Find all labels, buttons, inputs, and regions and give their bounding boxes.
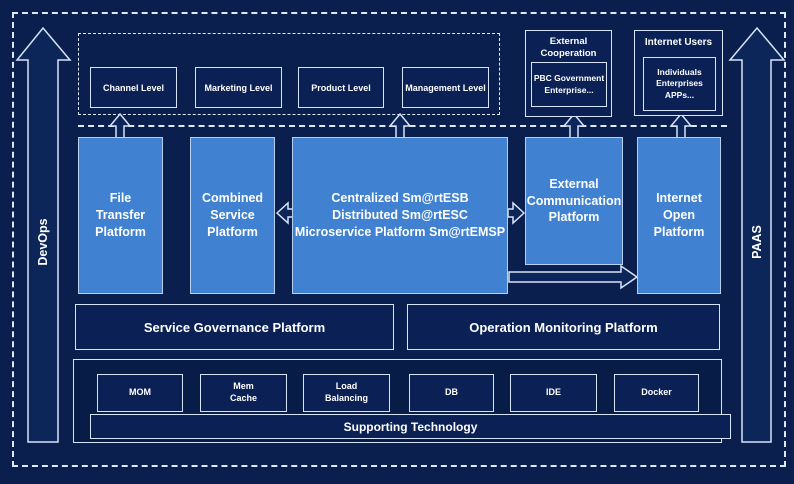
platform-combined-service: Combined Service Platform (190, 137, 275, 294)
platform-external-communication: External Communication Platform (525, 137, 623, 265)
left-arrow-to-combined (275, 201, 294, 225)
levels-dashed-container (78, 33, 500, 115)
service-governance-platform-box: Service Governance Platform (75, 304, 394, 350)
paas-arrow (728, 26, 786, 443)
level-label-channel: Channel Level (102, 82, 165, 93)
service-governance-platform-label: Service Governance Platform (143, 319, 326, 335)
up-arrow-internet-open (669, 112, 693, 139)
operation-monitoring-platform-box: Operation Monitoring Platform (407, 304, 720, 350)
internet-users-box: Internet Users Individuals Enterprises A… (634, 30, 723, 116)
supporting-technology-bar: Supporting Technology (90, 414, 731, 439)
tech-label-ide: IDE (545, 387, 561, 398)
tech-box-db: DB (409, 374, 494, 412)
platform-centralized-esb-label: Centralized Sm@rtESB Distributed Sm@rtES… (294, 191, 506, 239)
internet-users-title: Internet Users (644, 37, 713, 48)
level-box-channel: Channel Level (90, 67, 177, 108)
platform-external-communication-label: External Communication Platform (526, 176, 622, 225)
platform-internet-open: Internet Open Platform (637, 137, 721, 294)
operation-monitoring-platform-label: Operation Monitoring Platform (469, 319, 658, 335)
tech-box-load-balancing: Load Balancing (303, 374, 390, 412)
tech-box-mem-cache: Mem Cache (200, 374, 287, 412)
paas-rail-label: PAAS (750, 225, 764, 259)
external-cooperation-title: External Cooperation (540, 36, 597, 59)
tech-label-load-balancing: Load Balancing (324, 381, 368, 403)
level-box-product: Product Level (298, 67, 384, 108)
platform-internet-open-label: Internet Open Platform (653, 191, 705, 239)
right-arrow-to-external (507, 201, 526, 225)
devops-arrow (15, 26, 72, 443)
level-label-marketing: Marketing Level (204, 82, 273, 93)
up-arrow-centralized (388, 112, 412, 139)
tech-label-mem-cache: Mem Cache (229, 381, 257, 403)
devops-rail-label: DevOps (36, 218, 50, 266)
tech-label-db: DB (445, 387, 458, 398)
flow-arrow-to-internet-open (508, 264, 639, 290)
external-cooperation-box: External Cooperation PBC Government Ente… (525, 30, 612, 117)
tech-label-docker: Docker (641, 387, 672, 398)
supporting-technology-label: Supporting Technology (343, 419, 478, 434)
internet-users-members: Individuals Enterprises APPs... (643, 57, 716, 111)
up-arrow-external-communication (562, 112, 586, 139)
platform-combined-service-label: Combined Service Platform (201, 191, 264, 239)
level-box-management: Management Level (402, 67, 489, 108)
level-box-marketing: Marketing Level (195, 67, 282, 108)
tech-label-mom: MOM (129, 387, 151, 398)
level-label-management: Management Level (405, 82, 486, 93)
level-label-product: Product Level (311, 82, 371, 93)
outer-dashed-border (12, 12, 786, 467)
platform-centralized-esb: Centralized Sm@rtESB Distributed Sm@rtES… (292, 137, 508, 294)
external-cooperation-members: PBC Government Enterprise... (531, 62, 607, 107)
tech-box-mom: MOM (97, 374, 183, 412)
platform-file-transfer-label: File Transfer Platform (95, 191, 146, 239)
up-arrow-file-transfer (108, 112, 132, 139)
tech-box-docker: Docker (614, 374, 699, 412)
platform-file-transfer: File Transfer Platform (78, 137, 163, 294)
tech-box-ide: IDE (510, 374, 597, 412)
